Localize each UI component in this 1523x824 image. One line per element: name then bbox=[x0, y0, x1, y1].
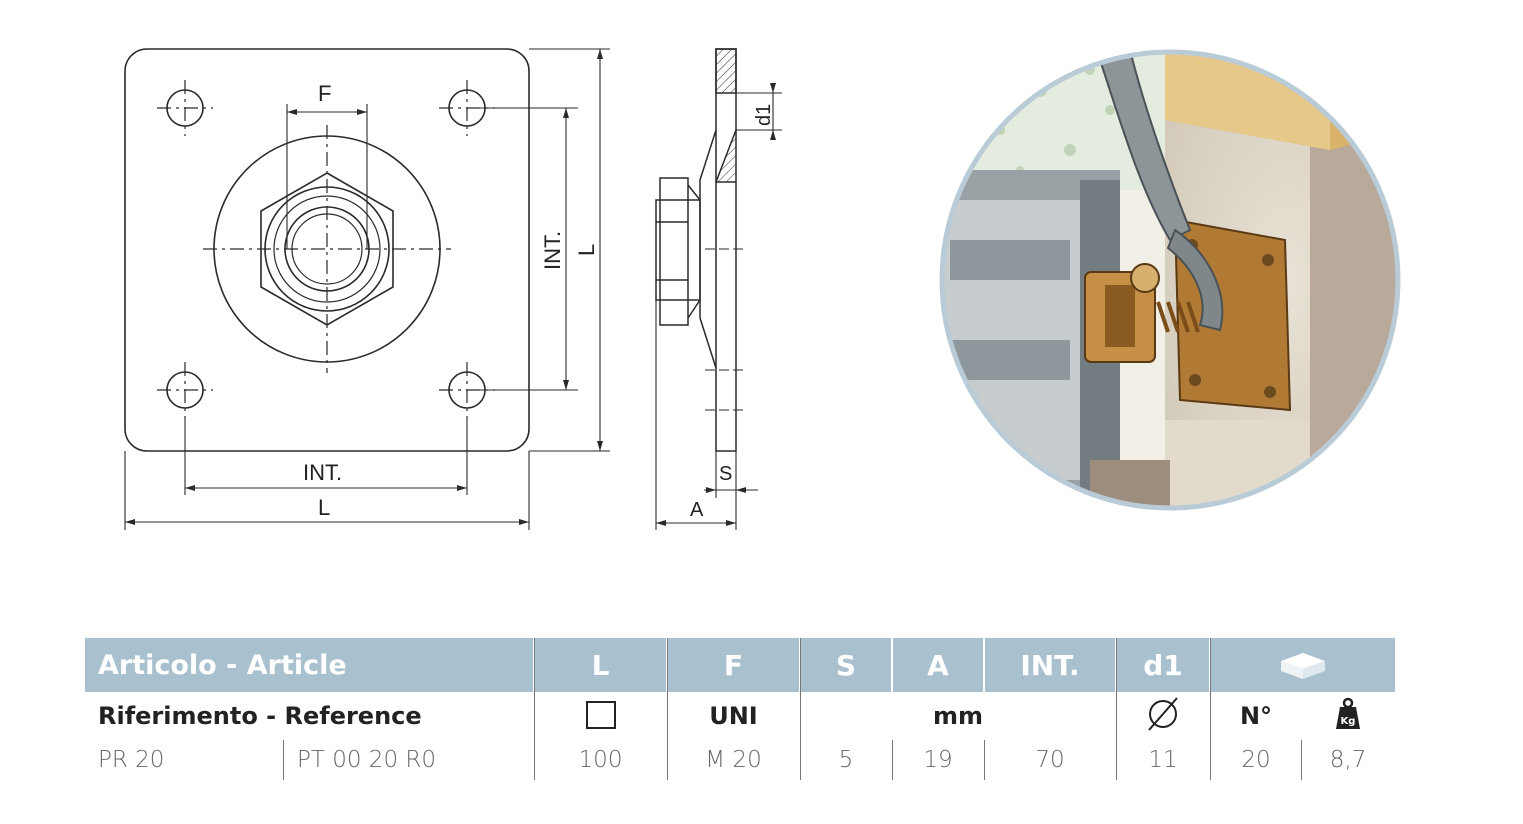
spec-table: Articolo - Article L F S A INT. d1 Rifer… bbox=[85, 638, 1395, 780]
side-view bbox=[655, 48, 737, 452]
dim-l-vertical-label: L bbox=[574, 244, 599, 256]
unit-mm: mm bbox=[932, 702, 983, 730]
box-icon bbox=[1211, 638, 1395, 692]
dim-d1-label: d1 bbox=[753, 104, 775, 126]
unit-qty: N° bbox=[1239, 702, 1273, 730]
row-reference: PT 00 20 R0 bbox=[297, 747, 436, 773]
flange-circle bbox=[213, 135, 441, 363]
row-f: M 20 bbox=[705, 747, 762, 773]
row-d1: 11 bbox=[1148, 747, 1178, 773]
table-row: PR 20 PT 00 20 R0 100 M 20 5 19 70 11 20… bbox=[85, 638, 1395, 780]
row-s: 5 bbox=[838, 747, 854, 773]
row-qty: 20 bbox=[1241, 747, 1271, 773]
row-int: 70 bbox=[1035, 747, 1065, 773]
row-code: PR 20 bbox=[98, 747, 165, 773]
dim-f-label: F bbox=[318, 81, 331, 106]
reference-label: Riferimento - Reference bbox=[98, 702, 422, 730]
unit-f: UNI bbox=[709, 702, 758, 730]
header-a: A bbox=[927, 649, 949, 682]
header-article: Articolo - Article bbox=[98, 650, 347, 681]
table-header: Articolo - Article L F S A INT. d1 bbox=[85, 638, 1395, 692]
dim-s-label: S bbox=[719, 463, 732, 485]
header-f: F bbox=[723, 649, 744, 682]
plate-outline bbox=[124, 48, 530, 452]
dim-l-horizontal-label: L bbox=[318, 495, 330, 520]
technical-drawing: F INT. L INT. L d1 bbox=[124, 48, 782, 530]
kg-weight-icon: Kg bbox=[1301, 692, 1395, 736]
header-d1: d1 bbox=[1143, 649, 1183, 682]
dim-int-horizontal-label: INT. bbox=[303, 460, 342, 485]
row-a: 19 bbox=[923, 747, 953, 773]
header-l: L bbox=[591, 649, 610, 682]
installation-illustration bbox=[939, 49, 1401, 511]
svg-text:Kg: Kg bbox=[1341, 716, 1356, 727]
diameter-icon bbox=[1117, 692, 1209, 736]
row-l: 100 bbox=[578, 747, 623, 773]
dim-int-vertical-label: INT. bbox=[540, 231, 565, 270]
header-int: INT. bbox=[1020, 649, 1080, 682]
header-s: S bbox=[835, 649, 857, 682]
dim-a-label: A bbox=[690, 499, 704, 521]
square-icon bbox=[535, 692, 666, 736]
row-weight: 8,7 bbox=[1329, 747, 1367, 773]
units-row: Riferimento - Reference UNI mm N° Kg bbox=[85, 692, 1395, 736]
